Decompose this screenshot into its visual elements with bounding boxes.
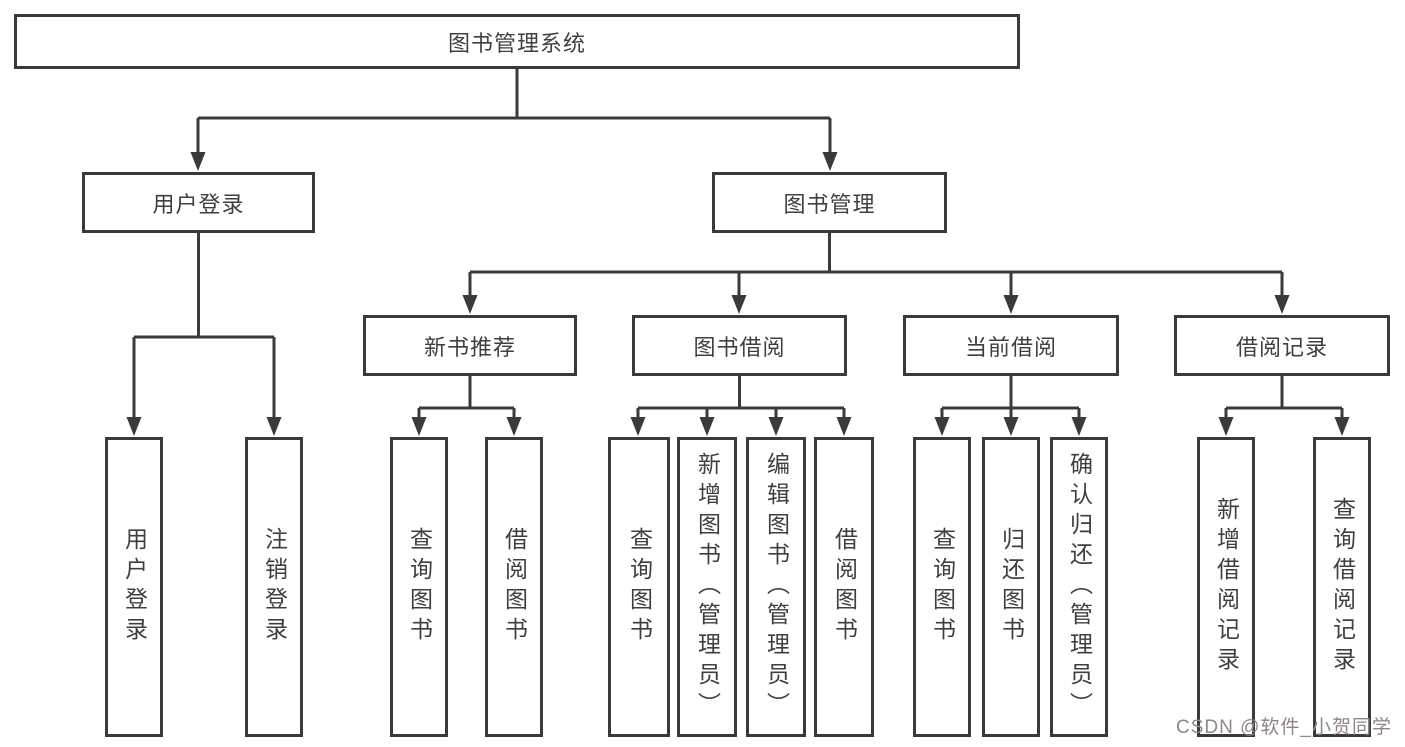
leaf-confirm-return-admin: 确认归还（管理员） <box>1050 437 1108 737</box>
leaf-label: 借阅图书 <box>831 527 858 647</box>
leaf-label: 新增借阅记录 <box>1213 497 1240 677</box>
leaf-label: 确认归还（管理员） <box>1066 452 1093 722</box>
leaf-borrow-books-2: 借阅图书 <box>814 437 874 737</box>
leaf-label: 查询图书 <box>406 527 433 647</box>
leaf-label: 查询借阅记录 <box>1329 497 1356 677</box>
leaf-label: 查询图书 <box>929 527 956 647</box>
leaf-query-books-3: 查询图书 <box>913 437 971 737</box>
leaf-return-books: 归还图书 <box>982 437 1040 737</box>
leaf-edit-books-admin: 编辑图书（管理员） <box>746 437 806 737</box>
leaf-label: 新增图书（管理员） <box>694 452 721 722</box>
leaf-query-books-1: 查询图书 <box>390 437 448 737</box>
node-current-borrow: 当前借阅 <box>903 315 1119 376</box>
leaf-query-borrow-record: 查询借阅记录 <box>1313 437 1371 737</box>
node-user-login: 用户登录 <box>82 172 315 233</box>
connector-paths <box>132 69 1344 418</box>
leaf-label: 借阅图书 <box>501 527 528 647</box>
leaf-borrow-books-1: 借阅图书 <box>485 437 543 737</box>
leaf-query-books-2: 查询图书 <box>608 437 670 737</box>
leaf-add-books-admin: 新增图书（管理员） <box>677 437 737 737</box>
leaf-add-borrow-record: 新增借阅记录 <box>1197 437 1255 737</box>
arrowheads <box>126 152 1350 436</box>
node-root-system: 图书管理系统 <box>14 14 1020 69</box>
csdn-watermark: CSDN @软件_小贺同学 <box>1176 717 1392 738</box>
node-borrow-records: 借阅记录 <box>1174 315 1390 376</box>
leaf-label: 用户登录 <box>121 527 148 647</box>
leaf-label: 注销登录 <box>261 527 288 647</box>
leaf-logout: 注销登录 <box>245 437 303 737</box>
node-new-book-recommend: 新书推荐 <box>363 315 577 376</box>
node-book-borrow: 图书借阅 <box>632 315 847 376</box>
leaf-user-login: 用户登录 <box>105 437 163 737</box>
leaf-label: 编辑图书（管理员） <box>763 452 790 722</box>
leaf-label: 查询图书 <box>626 527 653 647</box>
node-book-management: 图书管理 <box>712 172 947 233</box>
leaf-label: 归还图书 <box>998 527 1025 647</box>
